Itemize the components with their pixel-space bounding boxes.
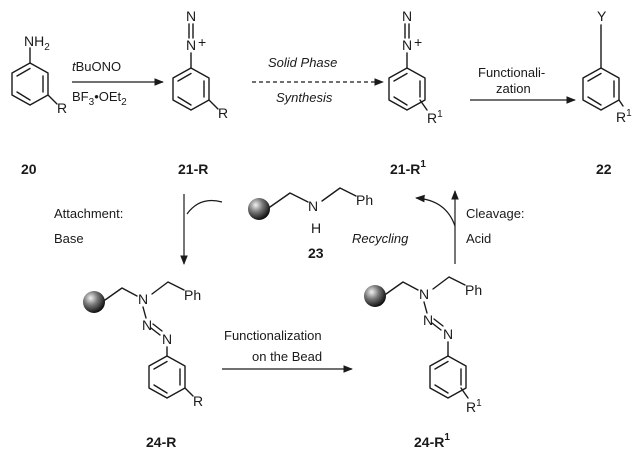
amine-n: N (308, 198, 318, 214)
compound-20-structure: NH2 R (11, 33, 67, 116)
benzyl-bonds (321, 187, 357, 202)
compound-label-21-r1: 21-R1 (390, 159, 426, 177)
bond-ring-r1 (419, 99, 428, 111)
solid-phase-label: Solid Phase (268, 55, 337, 70)
triazene-n3: N (162, 331, 172, 347)
benzene-ring (582, 67, 620, 111)
resin-bead (83, 291, 105, 313)
zation-label: zation (496, 81, 531, 96)
reagent-bf3-oet2: BF3•OEt2 (72, 89, 127, 108)
benzyl-bonds (151, 281, 185, 295)
r-group-label: R (193, 393, 203, 409)
attachment-label: Attachment: (54, 206, 123, 221)
compound-label-21-r: 21-R (178, 161, 208, 177)
compound-23-structure: N Ph H (248, 187, 373, 236)
triazene-n2: N (423, 312, 433, 328)
benzene-ring (172, 67, 210, 111)
bond-ring-r (208, 99, 219, 110)
compound-24-r1-structure: N Ph N N R1 (364, 276, 482, 415)
benzene-ring (148, 355, 186, 399)
triazene-n1: N (419, 286, 429, 302)
substituent-bonds (29, 47, 58, 105)
linker-bonds (385, 281, 419, 295)
r1-group-label: R1 (427, 109, 443, 126)
bond-n1-n2 (142, 306, 147, 319)
bond-ring-r1 (618, 99, 624, 107)
triazene-n1: N (138, 291, 148, 307)
compound-label-24-r1: 24-R1 (414, 432, 450, 450)
compound-label-23: 23 (308, 245, 324, 261)
linker-bonds (104, 287, 138, 301)
compound-label-22: 22 (596, 161, 612, 177)
cleavage-label: Cleavage: (466, 206, 525, 221)
triazene-n2: N (142, 317, 152, 333)
triple-bond (188, 23, 194, 39)
phenyl-group: Ph (465, 282, 482, 298)
recycling-curve-arrow (415, 194, 456, 227)
func-bead-label-2: on the Bead (252, 349, 322, 364)
benzene-ring (388, 67, 426, 111)
benzyl-bonds (432, 276, 466, 290)
double-bond-n2-n3 (150, 323, 163, 336)
positive-charge: + (414, 34, 422, 50)
bond-ring-r1 (460, 387, 469, 399)
amine-group: NH2 (24, 33, 50, 53)
diazo-n: N (186, 37, 196, 53)
phenyl-group: Ph (184, 287, 201, 303)
r-group-label: R (218, 105, 228, 121)
bond-n1-n2 (423, 301, 428, 314)
attachment-curve (186, 199, 223, 215)
func-bead-label-1: Functionalization (224, 328, 322, 343)
resin-bead (248, 198, 270, 220)
synthesis-label: Synthesis (276, 90, 333, 105)
r1-group-label: R1 (466, 398, 482, 415)
compound-label-24-r: 24-R (146, 434, 176, 450)
r1-group-label: R1 (616, 108, 632, 125)
compound-21-r1-structure: N N + R1 (388, 8, 443, 126)
benzene-ring (11, 62, 49, 106)
amine-h: H (311, 220, 321, 236)
diazo-terminal-n: N (402, 8, 412, 24)
compound-21-r-structure: N N + R (172, 8, 228, 121)
triple-bond (404, 23, 410, 39)
double-bond-n2-n3 (431, 318, 444, 331)
resin-bead (364, 285, 386, 307)
linker-bonds (269, 192, 309, 208)
phenyl-group: Ph (356, 192, 373, 208)
diazo-n: N (402, 37, 412, 53)
acid-label: Acid (466, 231, 491, 246)
positive-charge: + (198, 34, 206, 50)
triazene-n3: N (443, 326, 453, 342)
diazo-terminal-n: N (186, 8, 196, 24)
compound-24-r-structure: N Ph N N R (83, 281, 203, 409)
y-substituent: Y (597, 8, 607, 24)
benzene-ring (429, 355, 467, 399)
reagent-tbuono: tBuONO (72, 59, 121, 74)
recycling-label: Recycling (352, 231, 409, 246)
compound-label-20: 20 (21, 161, 37, 177)
compound-22-structure: Y R1 (582, 8, 632, 125)
r-group-label: R (57, 100, 67, 116)
functionali-label: Functionali- (478, 65, 545, 80)
base-label: Base (54, 231, 84, 246)
bond-ring-r (184, 387, 194, 397)
